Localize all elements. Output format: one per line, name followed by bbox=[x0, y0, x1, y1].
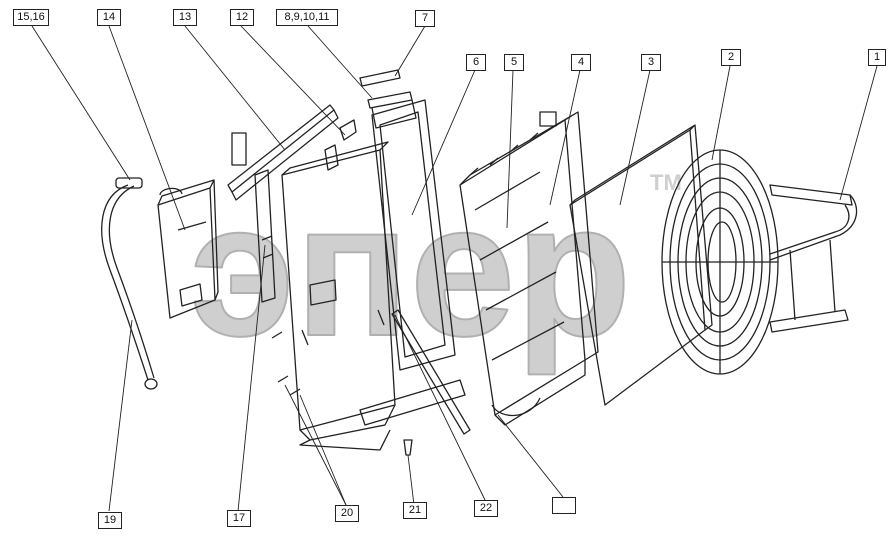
callout-14: 14 bbox=[97, 9, 121, 26]
callout-2: 2 bbox=[721, 49, 741, 66]
callout-21: 22 bbox=[474, 500, 498, 517]
top-brackets-part bbox=[359, 69, 417, 129]
callout-16: 17 bbox=[227, 510, 251, 527]
expansion-tank-part bbox=[157, 132, 247, 319]
callout-17: 19 bbox=[98, 512, 122, 529]
callout-1: 1 bbox=[868, 49, 886, 66]
radiator-core-part bbox=[459, 111, 599, 426]
leader-lines bbox=[31, 25, 878, 512]
mounting-bracket-part bbox=[769, 184, 858, 333]
upper-bar-part bbox=[227, 104, 357, 201]
callout-12: 12 bbox=[230, 9, 254, 26]
callout-19: 20 bbox=[335, 505, 359, 522]
callout-22 bbox=[552, 497, 576, 514]
side-strip-part bbox=[254, 169, 276, 303]
hose-part bbox=[101, 177, 158, 390]
callout-8-9-10-11: 8,9,10,11 bbox=[276, 9, 338, 26]
fan-shroud-part bbox=[569, 124, 713, 406]
callout-5: 5 bbox=[504, 54, 524, 71]
watermark: эпер TM bbox=[189, 163, 682, 377]
watermark-tm: TM bbox=[650, 170, 682, 195]
radiator-frame-part bbox=[281, 141, 396, 451]
callout-4: 4 bbox=[571, 54, 591, 71]
callout-15-16: 15,16 bbox=[13, 9, 49, 26]
shroud-frame-part bbox=[359, 99, 471, 435]
callout-3: 3 bbox=[641, 54, 661, 71]
fastener-parts bbox=[271, 331, 413, 456]
callout-6: 6 bbox=[466, 54, 486, 71]
callout-20: 21 bbox=[403, 502, 427, 519]
callout-7: 7 bbox=[415, 10, 435, 27]
watermark-text: эпер bbox=[190, 164, 631, 376]
fan-guard-part bbox=[661, 149, 779, 375]
callout-13: 13 bbox=[173, 9, 197, 26]
